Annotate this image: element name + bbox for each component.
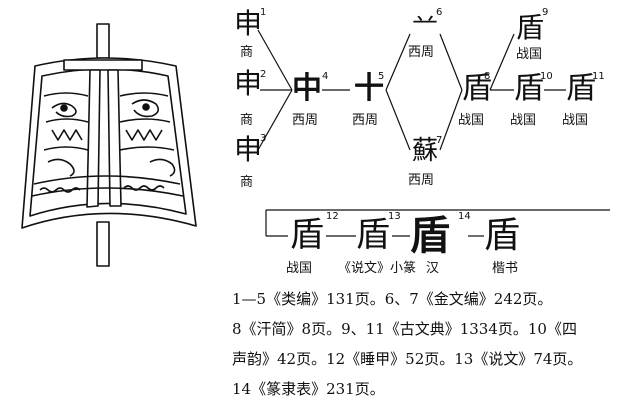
glyph-14: 盾 — [410, 212, 450, 259]
glyph-13: 盾 — [356, 215, 390, 255]
glyph-10: 盾 — [514, 71, 544, 106]
glyph-number-13: 13 — [388, 211, 401, 222]
glyph-number-10: 10 — [540, 71, 553, 82]
era-label-5: 西周 — [352, 113, 379, 128]
source-line-1: 1—5《类编》131页。6、7《金文编》242页。 — [232, 290, 553, 308]
glyph-1: 申 — [234, 7, 263, 40]
era-label-3: 商 — [240, 175, 254, 190]
glyph-number-14: 14 — [458, 211, 471, 222]
era-label-2: 商 — [240, 113, 254, 128]
glyph-5: 十 — [354, 71, 384, 106]
glyph-12: 盾 — [290, 215, 324, 255]
glyph-number-4: 4 — [322, 71, 329, 82]
glyph-number-12: 12 — [326, 211, 339, 222]
glyph-number-1: 1 — [260, 7, 267, 18]
era-label-9: 战国 — [516, 47, 543, 62]
era-label-14: 汉 — [426, 261, 440, 276]
era-label-6: 西周 — [408, 45, 435, 60]
era-label-15: 楷书 — [492, 261, 519, 276]
glyph-number-3: 3 — [260, 133, 267, 144]
era-label-7: 西周 — [408, 173, 435, 188]
era-label-12: 战国 — [286, 261, 313, 276]
source-line-2: 8《汗简》8页。9、11《古文典》1334页。10《四 — [232, 320, 577, 338]
glyph-number-7: 7 — [436, 135, 443, 146]
glyph-3: 申 — [234, 133, 263, 166]
era-label-1: 商 — [240, 45, 254, 60]
glyph-number-5: 5 — [378, 71, 385, 82]
era-label-4: 西周 — [292, 113, 319, 128]
glyph-number-9: 9 — [542, 7, 549, 18]
glyph-11: 盾 — [566, 71, 596, 106]
era-label-11: 战国 — [562, 113, 589, 128]
glyph-2: 申 — [234, 67, 263, 100]
glyph-6: 䒑 — [412, 8, 439, 38]
glyph-number-8: 8 — [484, 71, 491, 82]
era-label-13: 《说文》小篆 — [338, 261, 417, 276]
glyph-9: 盾 — [516, 11, 545, 44]
glyph-8: 盾 — [462, 71, 492, 106]
era-label-8: 战国 — [458, 113, 485, 128]
era-label-10: 战国 — [510, 113, 537, 128]
glyph-4: 中 — [292, 71, 322, 106]
glyph-15: 盾 — [484, 215, 521, 256]
glyph-number-2: 2 — [260, 69, 267, 80]
glyph-7: 蘇 — [412, 136, 439, 166]
glyph-number-11: 11 — [592, 71, 605, 82]
source-line-4: 14《篆隶表》231页。 — [232, 380, 385, 398]
source-line-3: 声韵》42页。12《睡甲》52页。13《说文》74页。 — [232, 350, 583, 368]
glyph-number-6: 6 — [436, 7, 443, 18]
